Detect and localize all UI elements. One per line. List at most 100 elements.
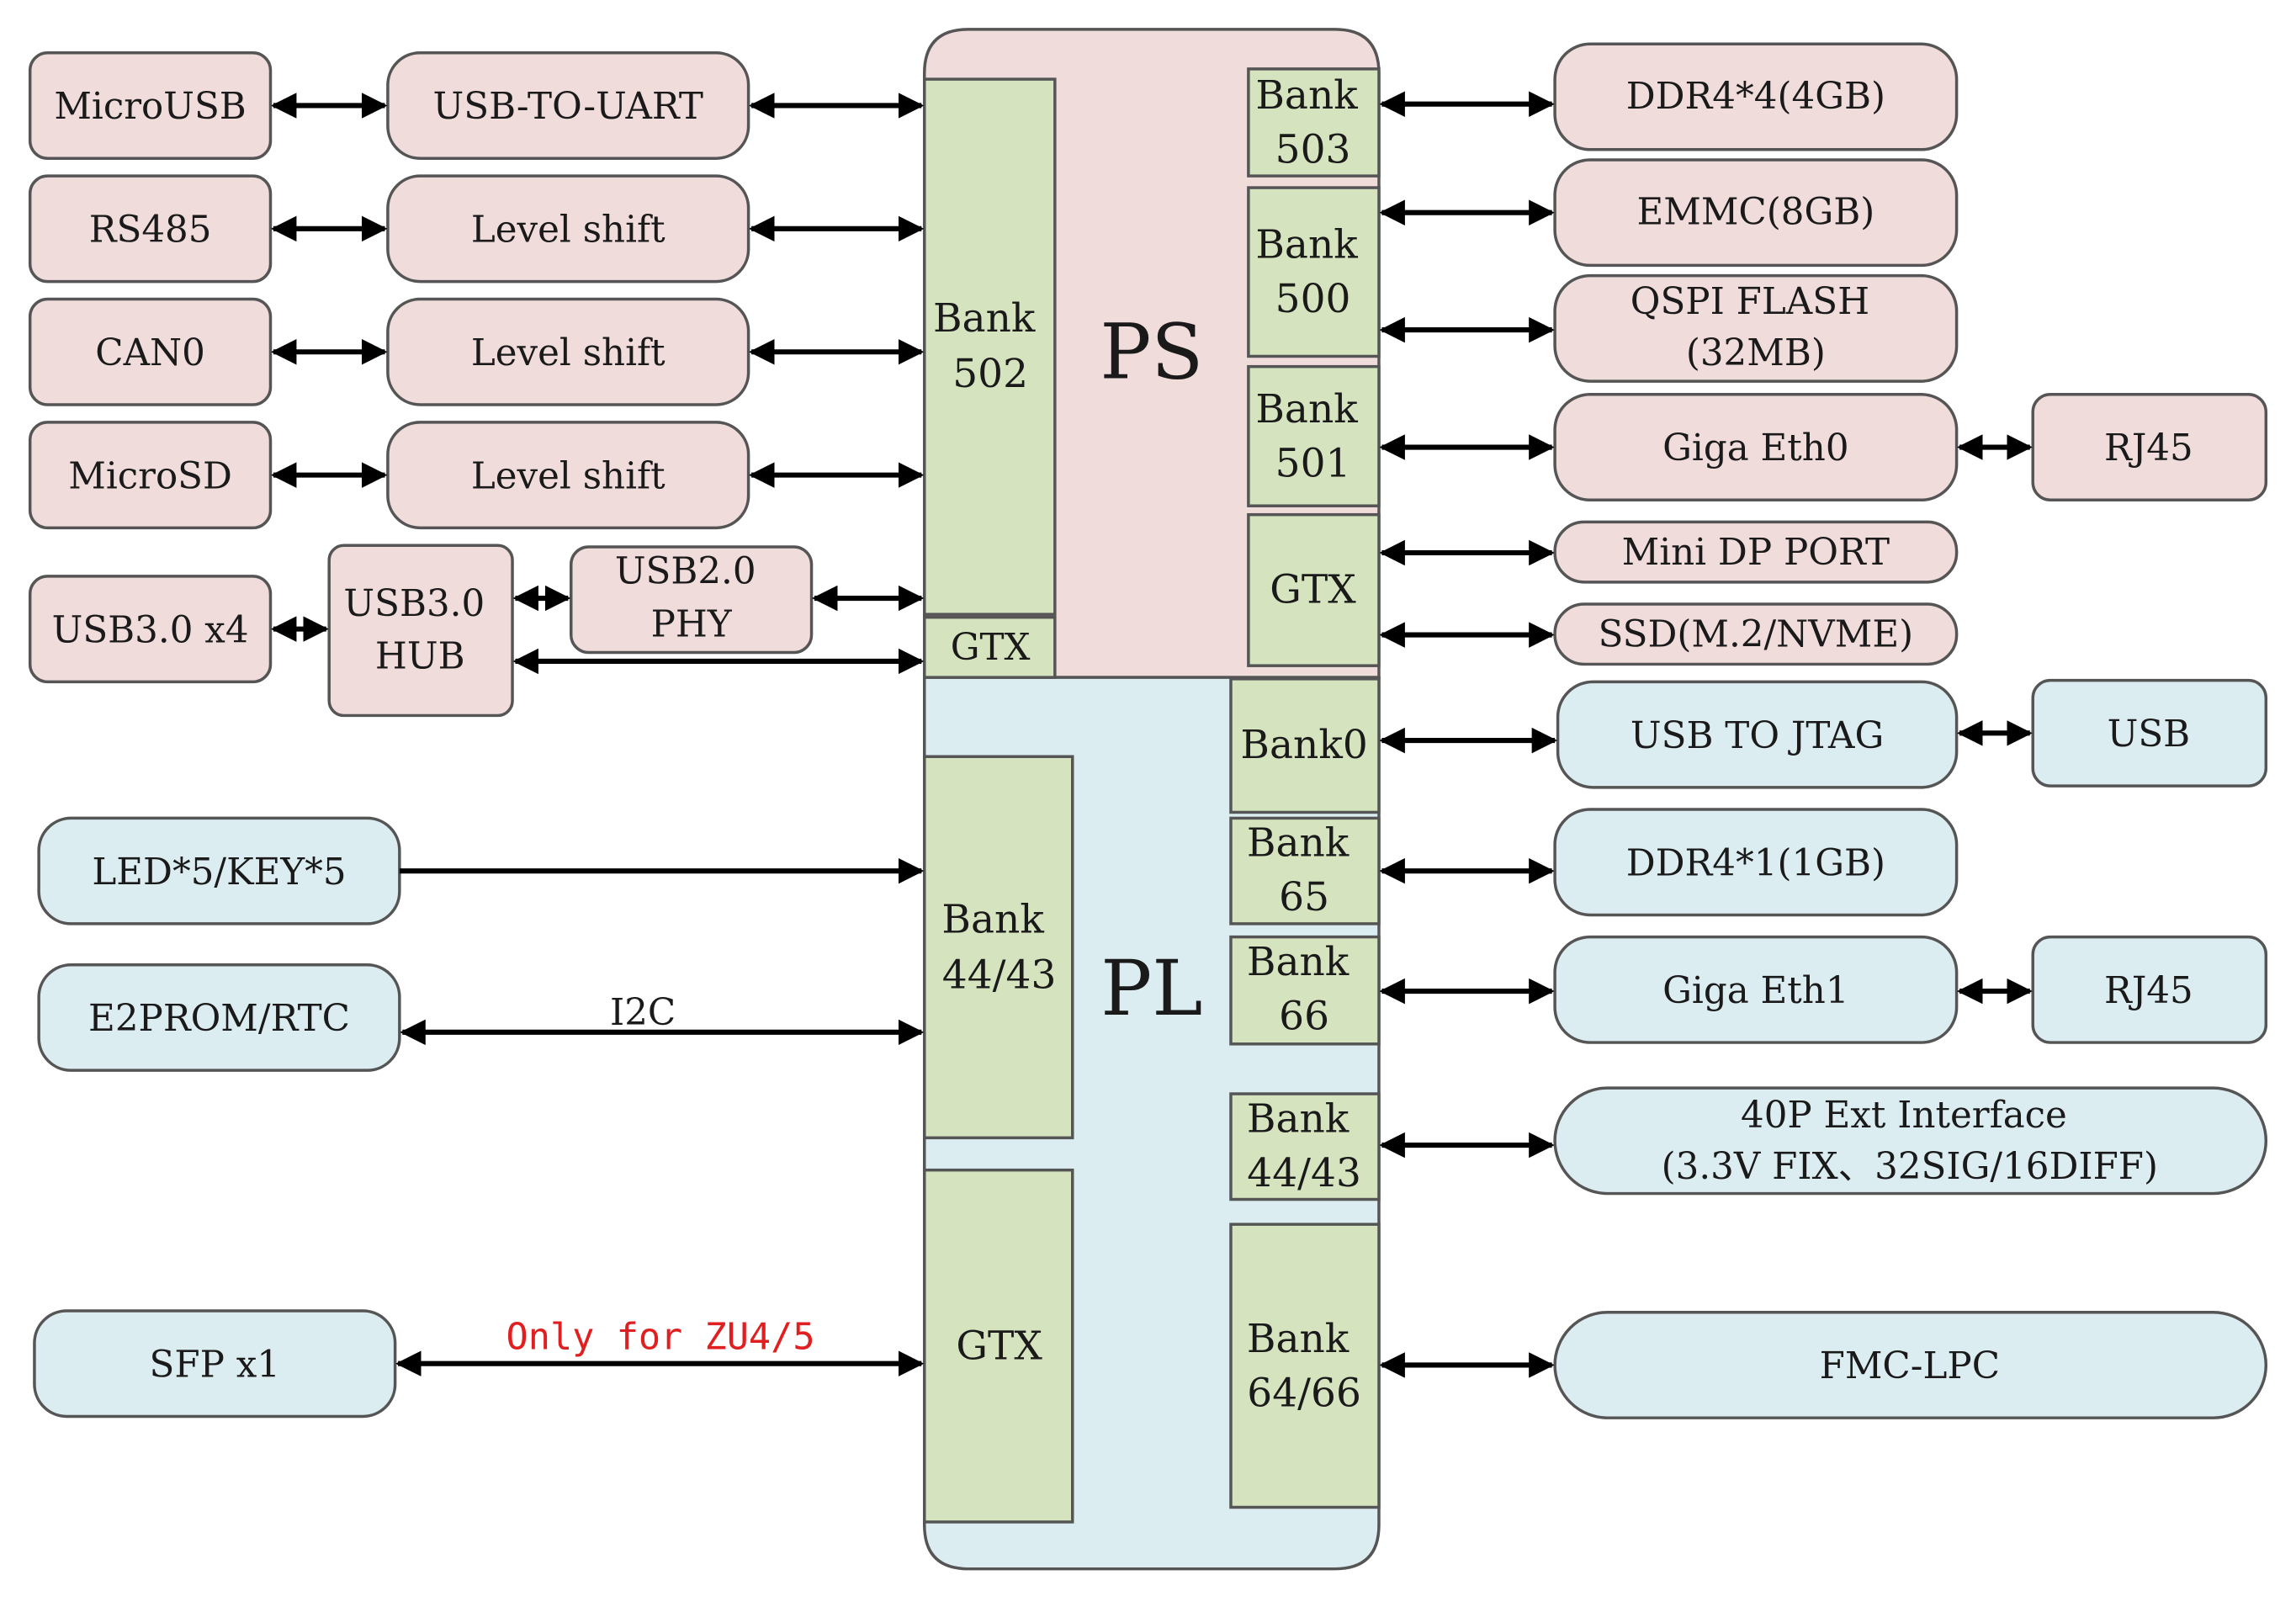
- fmc-lpc-block: FMC-LPC: [1553, 1310, 2268, 1419]
- usb3-x4-label: USB3.0 x4: [52, 609, 249, 651]
- bank-501-line1: Bank: [1255, 386, 1358, 432]
- bank-500-line1: Bank: [1255, 222, 1358, 268]
- svg-text:Bank 64/66: Bank 64/66: [1247, 1316, 1361, 1416]
- bank-501: Bank 501: [1247, 364, 1381, 507]
- bank-502-line2: 502: [952, 351, 1028, 397]
- emmc-block: EMMC(8GB): [1553, 158, 1959, 268]
- ext-40p-line1: 40P Ext Interface: [1741, 1095, 2067, 1137]
- ddr4-4-block: DDR4*4(4GB): [1553, 42, 1959, 151]
- bank-503-line1: Bank: [1255, 72, 1358, 119]
- ps-gtx-right-label: GTX: [1270, 566, 1356, 613]
- right-ps-peripherals: DDR4*4(4GB) EMMC(8GB) QSPI FLASH (32MB) …: [1553, 42, 2268, 666]
- pl-gtx-left: GTX: [922, 1168, 1074, 1524]
- bank-66: Bank 66: [1229, 935, 1381, 1046]
- usb-block: USB: [2031, 678, 2268, 788]
- svg-text:Bank 65: Bank 65: [1247, 820, 1361, 920]
- giga-eth0-label: Giga Eth0: [1662, 427, 1848, 469]
- mini-dp-block: Mini DP PORT: [1553, 520, 1959, 584]
- sfp-note: Only for ZU4/5: [506, 1316, 815, 1358]
- bank-500-line2: 500: [1275, 276, 1351, 322]
- ps-gtx-left: GTX: [922, 615, 1057, 679]
- usb-to-jtag-label: USB TO JTAG: [1631, 715, 1884, 757]
- usb-label: USB: [2108, 713, 2191, 756]
- right-pl-peripherals: USB TO JTAG USB DDR4*1(1GB) Giga Eth1 RJ…: [1553, 678, 2268, 1419]
- usb2-phy-block: USB2.0 PHY: [570, 545, 814, 655]
- rj45-1-block: RJ45: [2031, 935, 2268, 1044]
- bank-64-66-line1: Bank: [1247, 1316, 1349, 1362]
- e2prom-rtc-block: E2PROM/RTC: [37, 963, 401, 1072]
- usb3-x4-block: USB3.0 x4: [28, 575, 273, 684]
- ps-gtx-left-label: GTX: [951, 627, 1031, 669]
- svg-text:Bank 44/43: Bank 44/43: [941, 896, 1056, 998]
- ps-gtx-right: GTX: [1247, 512, 1381, 667]
- usb3-hub-line1: USB3.0: [343, 583, 485, 625]
- usb3-hub-block: USB3.0 HUB: [327, 544, 514, 718]
- qspi-flash-line2: (32MB): [1686, 332, 1826, 374]
- bank-44-43-left-line2: 44/43: [942, 952, 1057, 999]
- microusb-block: MicroUSB: [28, 50, 273, 160]
- usb-to-uart-block: USB-TO-UART: [386, 50, 750, 160]
- giga-eth0-block: Giga Eth0: [1553, 393, 1959, 502]
- rj45-0-block: RJ45: [2031, 393, 2268, 502]
- bank-0: Bank0: [1229, 677, 1381, 814]
- ssd-label: SSD(M.2/NVME): [1599, 614, 1914, 656]
- ddr4-1-label: DDR4*1(1GB): [1626, 842, 1885, 884]
- usb-to-uart-label: USB-TO-UART: [433, 86, 703, 128]
- i2c-label: I2C: [610, 992, 676, 1034]
- rs485-label: RS485: [89, 209, 212, 252]
- bank-44-43-right: Bank 44/43: [1229, 1092, 1381, 1201]
- svg-text:Bank 503: Bank 503: [1255, 72, 1370, 172]
- can0-block: CAN0: [28, 297, 273, 406]
- usb-to-jtag-block: USB TO JTAG: [1556, 680, 1959, 789]
- bank-500: Bank 500: [1247, 186, 1381, 358]
- bank-64-66-line2: 64/66: [1247, 1370, 1361, 1416]
- bank-66-line1: Bank: [1247, 939, 1349, 985]
- connectors: [270, 91, 2033, 1378]
- svg-text:Bank 502: Bank 502: [933, 295, 1047, 397]
- microsd-block: MicroSD: [28, 421, 273, 530]
- giga-eth1-label: Giga Eth1: [1662, 970, 1848, 1012]
- rj45-1-label: RJ45: [2104, 970, 2193, 1012]
- svg-text:USB3.0 HUB: USB3.0 HUB: [343, 583, 496, 678]
- usb2-phy-line1: USB2.0: [615, 551, 756, 593]
- fmc-lpc-label: FMC-LPC: [1820, 1345, 2000, 1387]
- usb3-hub-line2: HUB: [375, 636, 465, 678]
- pl-banks: Bank 44/43 GTX Bank0 Bank 65 Bank 66: [922, 677, 1381, 1524]
- ext-40p-line2: (3.3V FIX、32SIG/16DIFF): [1662, 1146, 2158, 1188]
- left-ps-peripherals: MicroUSB USB-TO-UART RS485 Level shift C…: [28, 50, 814, 718]
- bank-44-43-right-line2: 44/43: [1247, 1150, 1361, 1196]
- level-shift-3-label: Level shift: [471, 455, 665, 497]
- can0-label: CAN0: [95, 332, 205, 374]
- svg-text:USB2.0 PHY: USB2.0 PHY: [615, 551, 768, 646]
- left-pl-peripherals: LED*5/KEY*5 E2PROM/RTC I2C SFP x1 Only f…: [33, 816, 815, 1419]
- svg-text:Bank 501: Bank 501: [1255, 386, 1370, 486]
- giga-eth1-block: Giga Eth1: [1553, 935, 1959, 1044]
- bank-65-line2: 65: [1279, 874, 1329, 920]
- bank-66-line2: 66: [1279, 993, 1329, 1039]
- microsd-label: MicroSD: [68, 455, 232, 497]
- bank-503: Bank 503: [1247, 67, 1381, 178]
- bank-502-line1: Bank: [933, 295, 1036, 342]
- bank-0-label: Bank0: [1240, 722, 1367, 768]
- emmc-label: EMMC(8GB): [1636, 192, 1874, 234]
- pl-gtx-left-label: GTX: [956, 1323, 1042, 1369]
- mini-dp-label: Mini DP PORT: [1622, 532, 1890, 574]
- e2prom-rtc-label: E2PROM/RTC: [88, 998, 350, 1040]
- bank-503-line2: 503: [1275, 126, 1351, 172]
- led-key-block: LED*5/KEY*5: [37, 816, 401, 925]
- bank-64-66: Bank 64/66: [1229, 1222, 1381, 1509]
- usb2-phy-line2: PHY: [651, 603, 733, 645]
- ssd-block: SSD(M.2/NVME): [1553, 602, 1959, 666]
- level-shift-1-block: Level shift: [386, 174, 750, 284]
- bank-44-43-left: Bank 44/43: [922, 755, 1074, 1140]
- rj45-0-label: RJ45: [2104, 427, 2193, 469]
- bank-44-43-left-line1: Bank: [941, 896, 1044, 942]
- ddr4-1-block: DDR4*1(1GB): [1553, 808, 1959, 917]
- level-shift-2-block: Level shift: [386, 297, 750, 406]
- ps-label: PS: [1100, 309, 1203, 397]
- pl-label: PL: [1100, 945, 1202, 1033]
- bank-65: Bank 65: [1229, 816, 1381, 925]
- qspi-flash-block: QSPI FLASH (32MB): [1553, 273, 1959, 383]
- svg-text:Bank 44/43: Bank 44/43: [1247, 1095, 1361, 1196]
